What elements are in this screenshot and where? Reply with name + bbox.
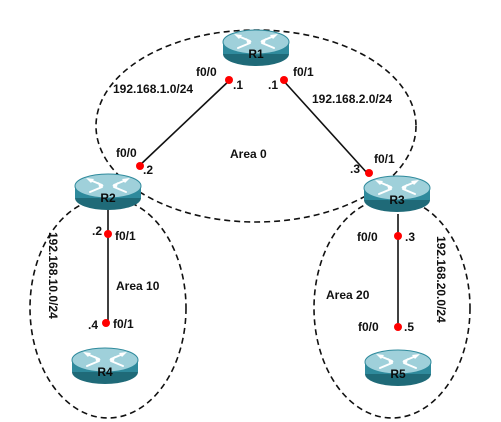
network-label-r2-r4: 192.168.10.0/24 xyxy=(46,232,60,319)
router-label: R5 xyxy=(390,367,406,381)
iface-label-r4-f0-1: f0/1 xyxy=(113,317,134,331)
link-r1-r3 xyxy=(280,77,369,175)
iface-label-r1-f0-1: f0/1 xyxy=(293,65,314,79)
router-label: R4 xyxy=(97,365,113,379)
router-r4[interactable]: R4 xyxy=(71,347,139,385)
iface-label-r3-f0-1: f0/1 xyxy=(374,152,395,166)
port-dot-r4-f0-1 xyxy=(102,319,110,327)
iface-label-r2-f0-0: f0/0 xyxy=(116,146,137,160)
port-dot-r3-f0-1 xyxy=(365,169,373,177)
host-label-r2-top: .2 xyxy=(143,163,153,177)
host-label-r1-right: .1 xyxy=(268,78,278,92)
router-label: R1 xyxy=(248,47,264,61)
port-dot-r5-f0-0 xyxy=(394,323,402,331)
router-label: R2 xyxy=(100,191,116,205)
port-dot-r3-f0-0 xyxy=(394,232,402,240)
link-r1-r2 xyxy=(138,77,233,167)
host-label-r3-top: .3 xyxy=(350,162,360,176)
port-dot-r1-f0-0 xyxy=(225,76,233,84)
area-20-label: Area 20 xyxy=(326,288,370,302)
host-label-r3-bottom: .3 xyxy=(405,230,415,244)
area-10-label: Area 10 xyxy=(116,279,160,293)
router-r3[interactable]: R3 xyxy=(363,175,431,213)
network-label-r1-r2: 192.168.1.0/24 xyxy=(113,82,193,96)
network-label-r1-r3: 192.168.2.0/24 xyxy=(312,92,392,106)
host-label-r5: .5 xyxy=(404,320,414,334)
router-r2[interactable]: R2 xyxy=(74,173,142,211)
port-dot-r2-f0-0 xyxy=(136,162,144,170)
port-dot-r1-f0-1 xyxy=(280,76,288,84)
port-dot-r2-f0-1 xyxy=(104,230,112,238)
iface-label-r3-f0-0: f0/0 xyxy=(357,230,378,244)
iface-label-r1-f0-0: f0/0 xyxy=(196,65,217,79)
iface-label-r5-f0-0: f0/0 xyxy=(358,320,379,334)
host-label-r4: .4 xyxy=(88,318,98,332)
router-r5[interactable]: R5 xyxy=(364,349,432,387)
router-label: R3 xyxy=(389,193,405,207)
area-0-label: Area 0 xyxy=(230,147,267,161)
router-r1[interactable]: R1 xyxy=(222,29,290,67)
network-label-r3-r5: 192.168.20.0/24 xyxy=(434,236,448,323)
host-label-r1-left: .1 xyxy=(233,78,243,92)
iface-label-r2-f0-1: f0/1 xyxy=(115,229,136,243)
host-label-r2-bottom: .2 xyxy=(92,224,102,238)
